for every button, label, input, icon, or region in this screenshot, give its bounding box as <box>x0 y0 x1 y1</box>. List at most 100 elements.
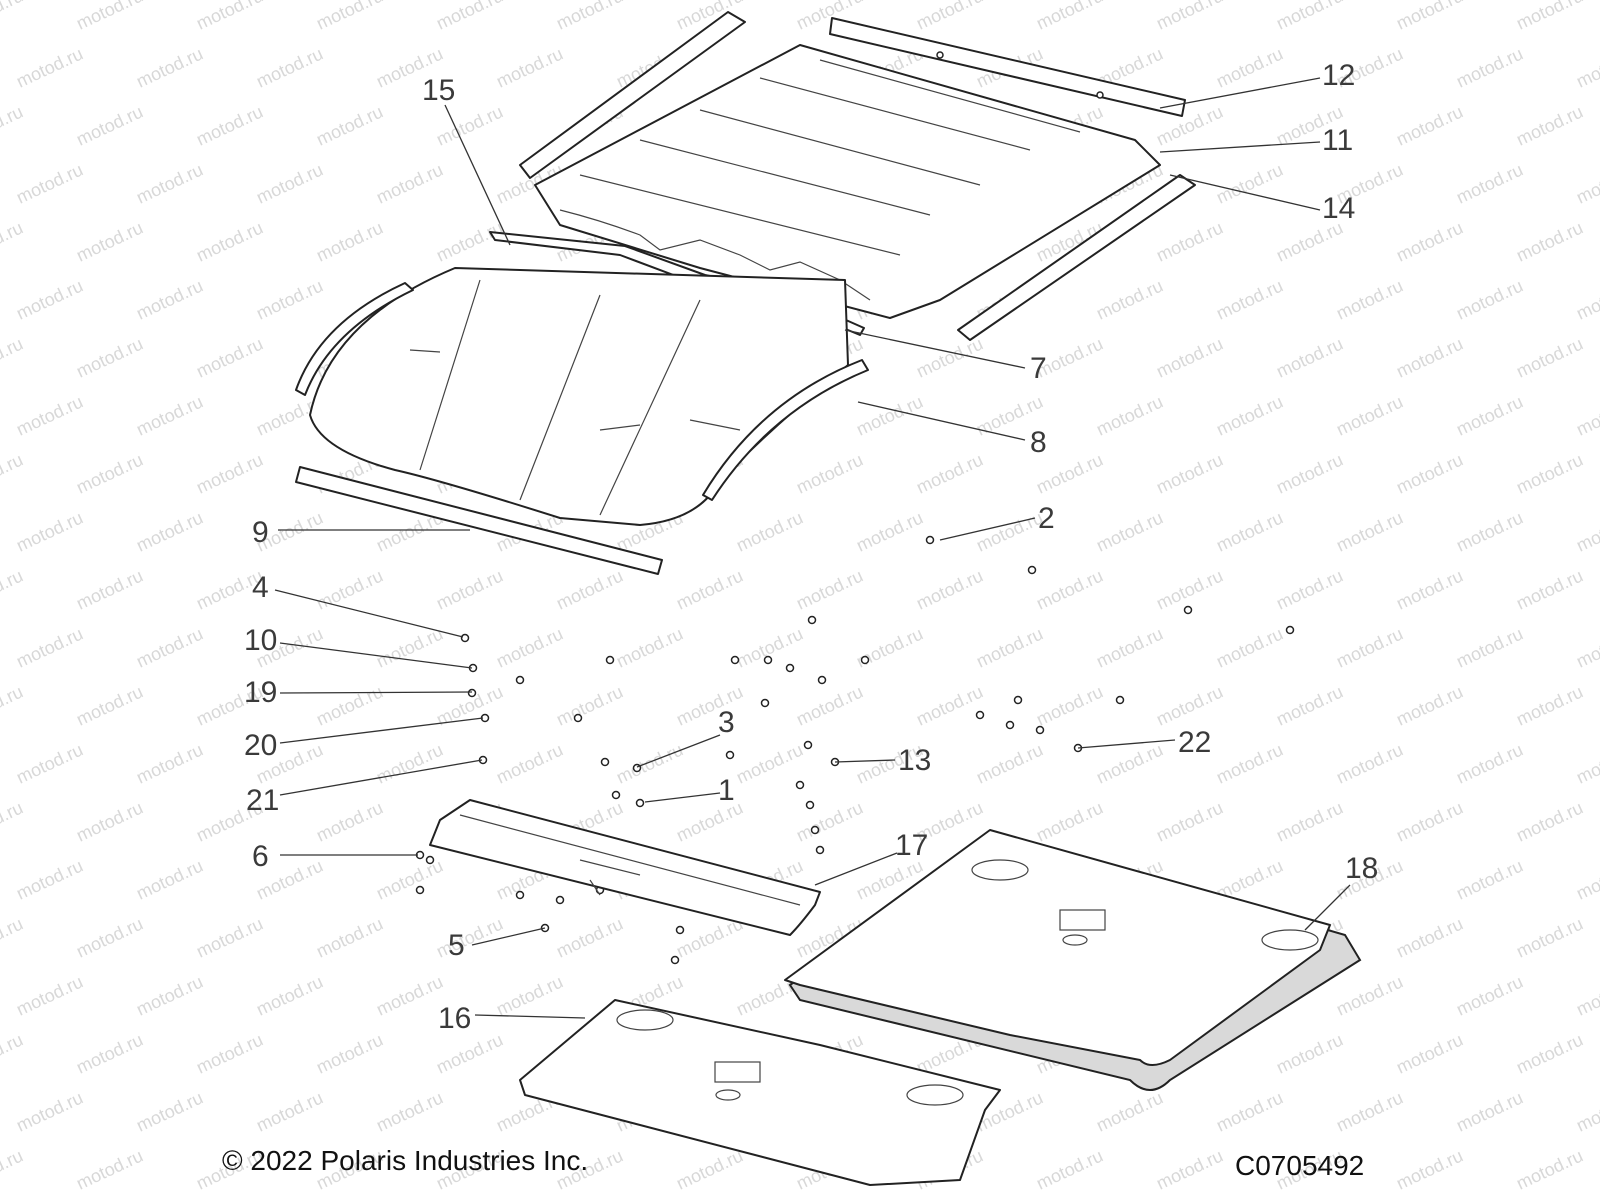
watermark-text: motod.ru <box>313 565 386 613</box>
watermark-text: motod.ru <box>0 1145 26 1193</box>
fastener <box>675 925 685 935</box>
callout-3: 3 <box>718 706 735 739</box>
fastener <box>1115 695 1125 705</box>
watermark-text: motod.ru <box>1153 0 1226 34</box>
watermark-text: motod.ru <box>193 217 266 265</box>
callout-2: 2 <box>1038 502 1055 535</box>
watermark-text: motod.ru <box>673 681 746 729</box>
watermark-text: motod.ru <box>1393 217 1466 265</box>
callout-17: 17 <box>895 829 928 862</box>
watermark-text: motod.ru <box>1573 507 1600 555</box>
watermark-text: motod.ru <box>733 739 806 787</box>
fastener <box>415 885 425 895</box>
watermark-text: motod.ru <box>433 1029 506 1077</box>
fastener <box>925 535 935 545</box>
watermark-text: motod.ru <box>733 623 806 671</box>
callout-8: 8 <box>1030 426 1047 459</box>
watermark-text: motod.ru <box>1393 681 1466 729</box>
fastener <box>1005 720 1015 730</box>
watermark-text: motod.ru <box>913 565 986 613</box>
callout-18: 18 <box>1345 852 1378 885</box>
watermark-text: motod.ru <box>553 0 626 34</box>
watermark-text: motod.ru <box>133 275 206 323</box>
watermark-text: motod.ru <box>373 159 446 207</box>
callout-22: 22 <box>1178 726 1211 759</box>
fastener <box>425 855 435 865</box>
watermark-text: motod.ru <box>1033 565 1106 613</box>
watermark-text: motod.ru <box>313 913 386 961</box>
watermark-text: motod.ru <box>1453 43 1526 91</box>
watermark-text: motod.ru <box>1213 275 1286 323</box>
watermark-text: motod.ru <box>1453 855 1526 903</box>
watermark-text: motod.ru <box>733 507 806 555</box>
callout-labels: 15 12 11 14 7 8 9 2 4 10 19 20 21 3 1 13… <box>244 59 1378 1035</box>
callout-12: 12 <box>1322 59 1355 92</box>
watermark-text: motod.ru <box>1513 565 1586 613</box>
watermark-text: motod.ru <box>133 507 206 555</box>
watermark-text: motod.ru <box>793 797 866 845</box>
watermark-text: motod.ru <box>0 913 26 961</box>
callout-1: 1 <box>718 774 735 807</box>
watermark-text: motod.ru <box>0 1029 26 1077</box>
fastener <box>670 955 680 965</box>
watermark-text: motod.ru <box>1093 391 1166 439</box>
watermark-text: motod.ru <box>1393 797 1466 845</box>
watermark-text: motod.ru <box>1273 333 1346 381</box>
watermark-text: motod.ru <box>73 333 146 381</box>
roof-side-seal-right <box>957 174 1196 341</box>
watermark-text: motod.ru <box>1333 507 1406 555</box>
watermark-text: motod.ru <box>1213 623 1286 671</box>
watermark-text: motod.ru <box>1213 507 1286 555</box>
watermark-text: motod.ru <box>1153 1145 1226 1193</box>
fastener <box>730 655 740 665</box>
watermark-text: motod.ru <box>793 449 866 497</box>
watermark-text: motod.ru <box>613 739 686 787</box>
watermark-text: motod.ru <box>1333 275 1406 323</box>
watermark-text: motod.ru <box>373 1087 446 1135</box>
watermark-text: motod.ru <box>1573 623 1600 671</box>
watermark-text: motod.ru <box>433 217 506 265</box>
watermark-text: motod.ru <box>73 0 146 34</box>
watermark-text: motod.ru <box>1273 1029 1346 1077</box>
fastener <box>515 675 525 685</box>
watermark-text: motod.ru <box>1033 1145 1106 1193</box>
fastener <box>611 790 621 800</box>
watermark-text: motod.ru <box>1333 1087 1406 1135</box>
callout-19: 19 <box>244 676 277 709</box>
watermark-text: motod.ru <box>1033 681 1106 729</box>
watermark-text: motod.ru <box>13 1087 86 1135</box>
watermark-text: motod.ru <box>1453 623 1526 671</box>
watermark-text: motod.ru <box>193 0 266 34</box>
watermark-text: motod.ru <box>193 449 266 497</box>
watermark-text: motod.ru <box>1333 623 1406 671</box>
watermark-text: motod.ru <box>1093 739 1166 787</box>
watermark-text: motod.ru <box>1513 913 1586 961</box>
front-edge-trim <box>489 231 865 336</box>
copyright-text: © 2022 Polaris Industries Inc. <box>222 1145 589 1176</box>
watermark-text: motod.ru <box>1573 1087 1600 1135</box>
watermark-text: motod.ru <box>1393 1145 1466 1193</box>
watermark-text: motod.ru <box>1513 449 1586 497</box>
watermark-text: motod.ru <box>1393 913 1466 961</box>
watermark-text: motod.ru <box>1513 797 1586 845</box>
fastener <box>555 895 565 905</box>
watermark-text: motod.ru <box>1513 681 1586 729</box>
watermark-text: motod.ru <box>1153 217 1226 265</box>
watermark-text: motod.ru <box>1093 623 1166 671</box>
fastener <box>815 845 825 855</box>
watermark-text: motod.ru <box>13 855 86 903</box>
watermark-text: motod.ru <box>313 217 386 265</box>
watermark-text: motod.ru <box>0 0 26 34</box>
watermark-text: motod.ru <box>1573 43 1600 91</box>
watermark-text: motod.ru <box>793 565 866 613</box>
watermark-text: motod.ru <box>1153 333 1226 381</box>
front-trim-bar <box>295 466 663 575</box>
fastener <box>1285 625 1295 635</box>
watermark-text: motod.ru <box>13 623 86 671</box>
roof-panel-front <box>309 267 849 526</box>
watermark-text: motod.ru <box>853 507 926 555</box>
callout-16: 16 <box>438 1002 471 1035</box>
watermark-text: motod.ru <box>313 0 386 34</box>
watermark-text: motod.ru <box>253 43 326 91</box>
watermark-text: motod.ru <box>73 217 146 265</box>
